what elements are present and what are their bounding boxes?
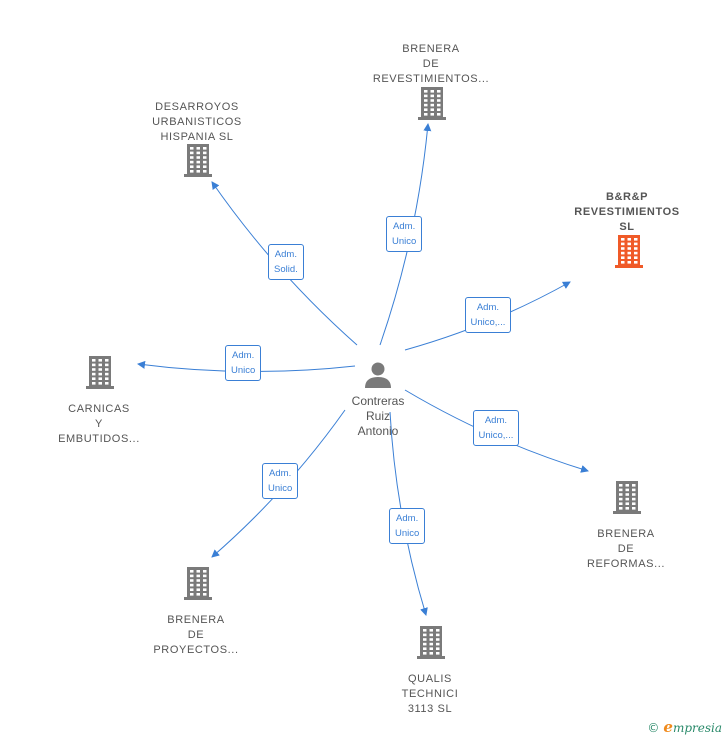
role-line: Adm. [232, 350, 255, 361]
role-line: Adm. [476, 302, 500, 313]
role-line: Unico,... [478, 430, 514, 441]
company-name-line: Y [95, 418, 103, 430]
building-icon[interactable] [184, 144, 212, 177]
brand-rest: mpresia [672, 721, 722, 735]
role-badge-brenera-revestimientos[interactable]: Adm. Unico [386, 216, 423, 252]
company-name-line: REFORMAS... [586, 558, 666, 570]
center-name-line-1: Contreras [351, 394, 405, 408]
role-line: Adm. [484, 415, 508, 426]
role-line: Unico [395, 528, 420, 539]
company-label-brenera-proyectos[interactable]: BRENERA DE PROYECTOS... [126, 613, 266, 658]
company-name-line: B&R&P [605, 191, 649, 203]
role-line: Unico [231, 365, 256, 376]
center-name-line-3: Antonio [357, 424, 399, 438]
role-line: Adm. [274, 249, 297, 260]
role-badge-desarroyos-urbanisticos[interactable]: Adm. Solid. [268, 244, 304, 280]
center-name-line-2: Ruiz [365, 409, 390, 423]
empresia-logo[interactable]: ©empresia [647, 718, 722, 736]
role-line: Adm. [396, 513, 419, 524]
role-badge-carnicas-embutidos[interactable]: Adm. Unico [225, 345, 262, 381]
company-name-line: HISPANIA SL [160, 131, 234, 143]
company-name-line: QUALIS [408, 673, 452, 685]
company-name-line: DE [422, 58, 440, 70]
role-line: Unico [392, 236, 417, 247]
center-person-label[interactable]: Contreras Ruiz Antonio [330, 394, 426, 439]
company-name-line: SL [619, 221, 635, 233]
company-label-carnicas-embutidos[interactable]: CARNICAS Y EMBUTIDOS... [29, 402, 169, 447]
company-label-br-p-revestimientos[interactable]: B&R&P REVESTIMIENTOS SL [557, 190, 697, 235]
company-label-brenera-revestimientos[interactable]: BRENERA DE REVESTIMIENTOS... [361, 42, 501, 87]
building-icon[interactable] [613, 481, 641, 514]
building-icon[interactable] [615, 235, 643, 268]
company-name-line: DESARROYOS [155, 101, 239, 113]
role-badge-br-p-revestimientos[interactable]: Adm. Unico,... [464, 297, 512, 333]
company-name-line: CARNICAS [68, 403, 130, 415]
building-icon[interactable] [418, 87, 446, 120]
copyright-symbol: © [647, 721, 660, 735]
company-name-line: DE [187, 629, 205, 641]
company-label-qualis-technici[interactable]: QUALIS TECHNICI 3113 SL [360, 672, 500, 717]
role-line: Unico [268, 483, 293, 494]
person-icon[interactable] [365, 362, 391, 389]
building-icon[interactable] [184, 567, 212, 600]
role-badge-qualis-technici[interactable]: Adm. Unico [389, 508, 426, 544]
company-name-line: URBANISTICOS [152, 116, 242, 128]
building-icon[interactable] [86, 356, 114, 389]
company-name-line: 3113 SL [407, 703, 453, 715]
role-line: Solid. [274, 264, 298, 275]
company-name-line: DE [617, 543, 635, 555]
role-line: Unico,... [470, 317, 506, 328]
company-name-line: PROYECTOS... [153, 644, 239, 656]
role-badge-brenera-reformas[interactable]: Adm. Unico,... [472, 410, 520, 446]
role-line: Adm. [393, 221, 416, 232]
company-name-line: BRENERA [167, 614, 225, 626]
company-name-line: BRENERA [597, 528, 655, 540]
company-name-line: REVESTIMIENTOS [574, 206, 680, 218]
company-name-line: EMBUTIDOS... [58, 433, 140, 445]
building-icon[interactable] [417, 626, 445, 659]
company-label-desarroyos-urbanisticos[interactable]: DESARROYOS URBANISTICOS HISPANIA SL [127, 100, 267, 145]
role-badge-brenera-proyectos[interactable]: Adm. Unico [262, 463, 299, 499]
company-name-line: BRENERA [402, 43, 460, 55]
company-name-line: REVESTIMIENTOS... [372, 73, 490, 85]
company-name-line: TECHNICI [401, 688, 459, 700]
brand-initial: e [663, 718, 673, 736]
company-label-brenera-reformas[interactable]: BRENERA DE REFORMAS... [556, 527, 696, 572]
role-line: Adm. [269, 468, 292, 479]
